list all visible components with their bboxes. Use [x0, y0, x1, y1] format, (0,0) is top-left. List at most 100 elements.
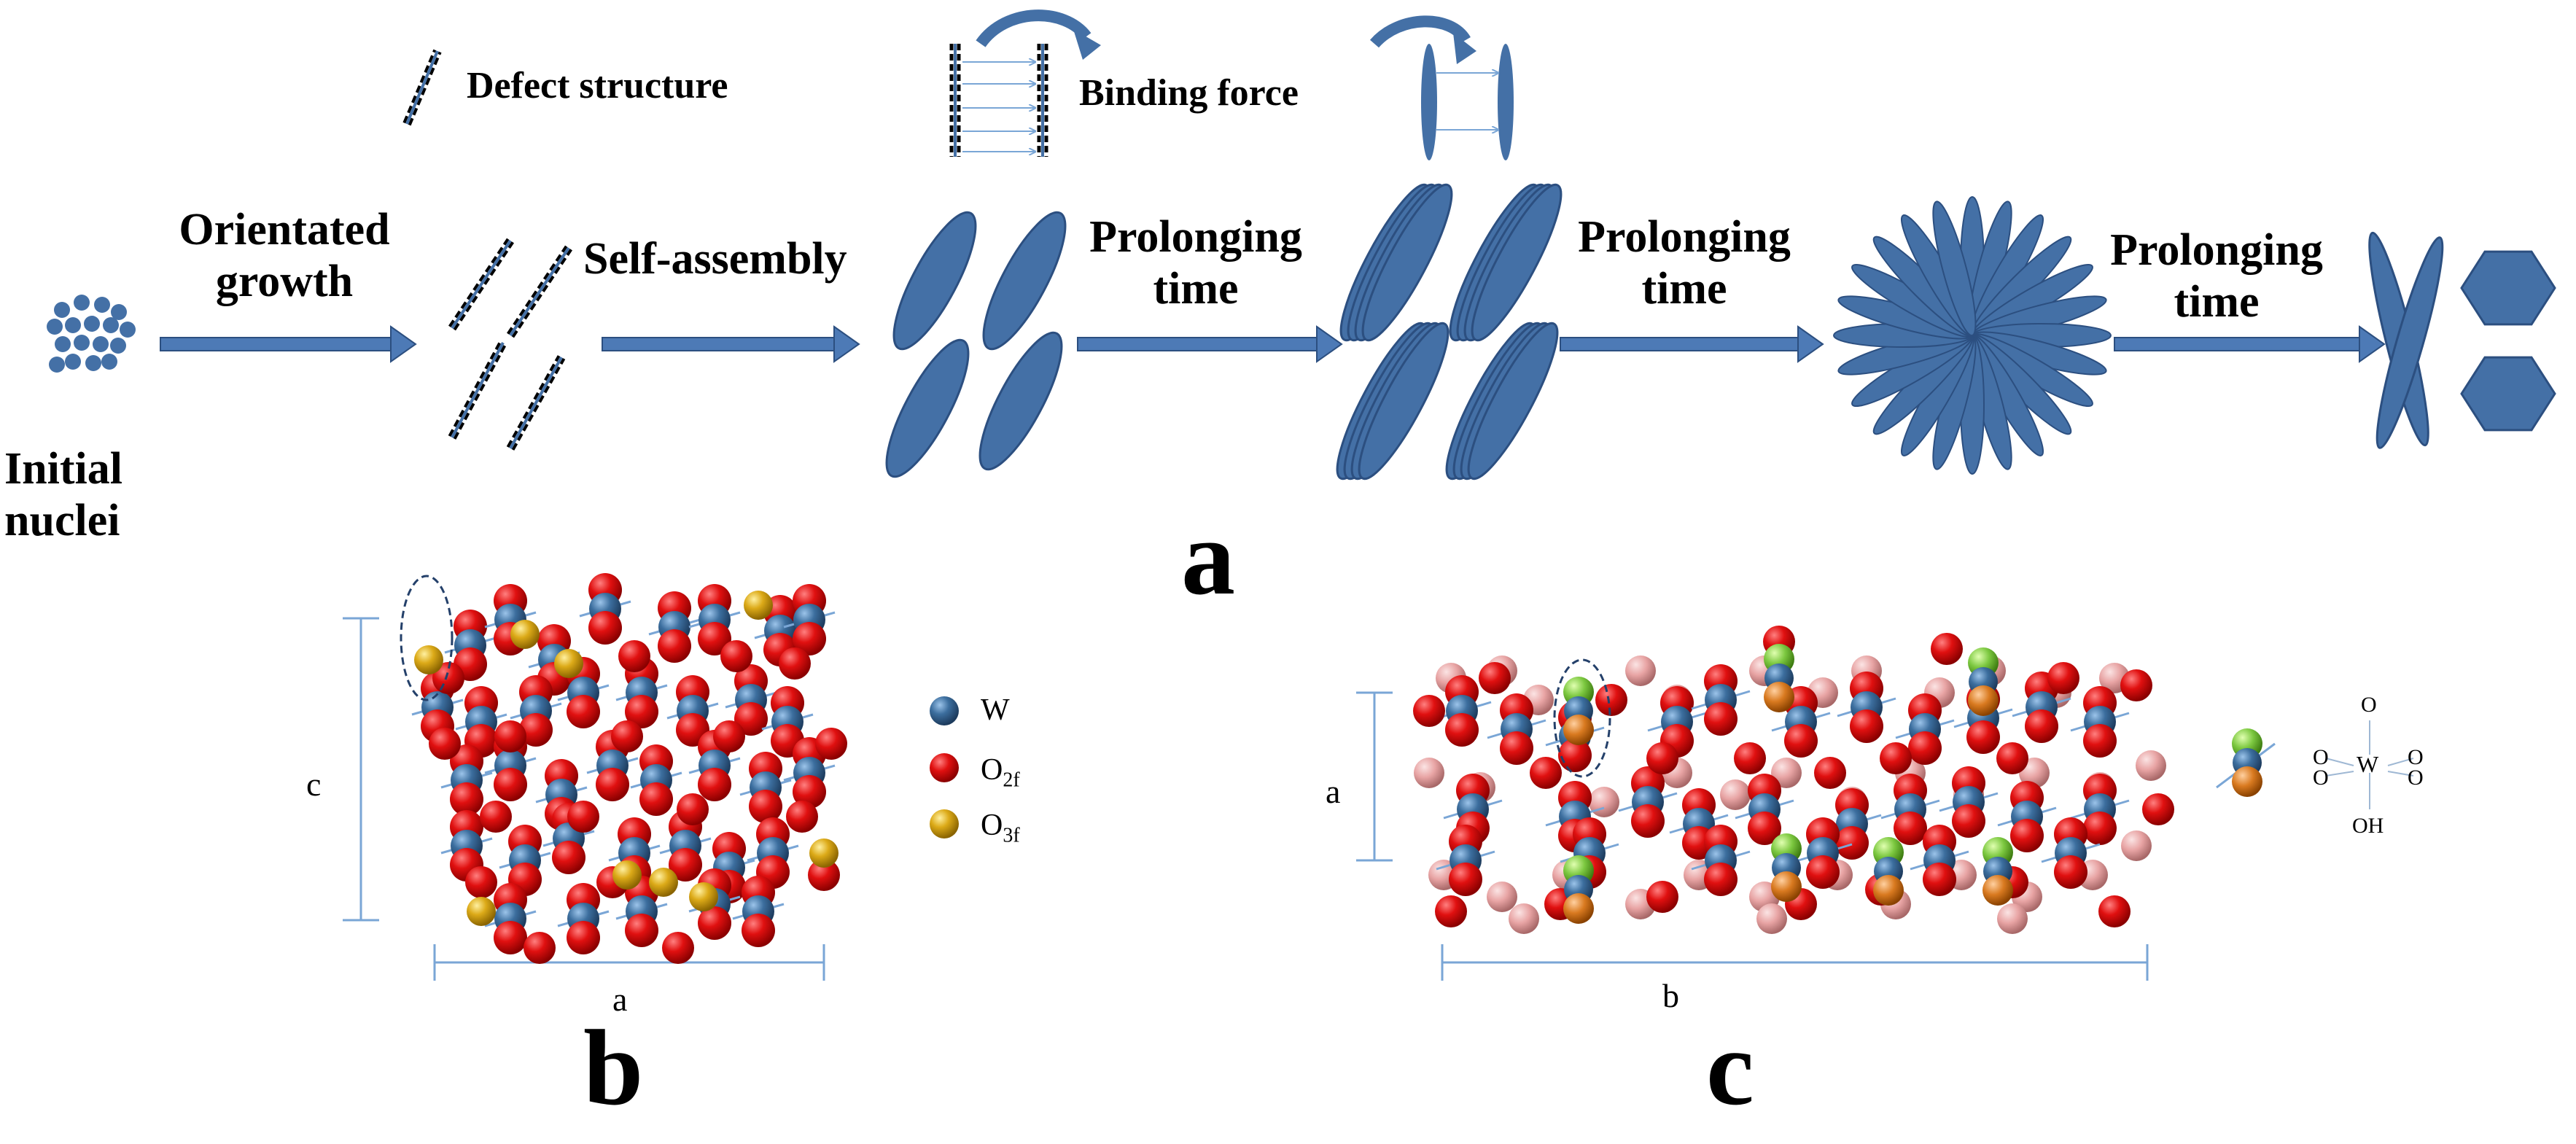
step-prolong-2-line-2: time — [1641, 264, 1727, 314]
oxygen-atom — [662, 932, 694, 964]
panel-b-legend-o2f-label: O2f — [981, 752, 1020, 793]
step-orientated-line-1: Orientated — [179, 205, 390, 254]
oxygen-atom — [639, 782, 673, 816]
oxygen-atom — [1952, 804, 1985, 838]
rod-edge — [453, 343, 507, 440]
rod-edge — [507, 245, 568, 335]
step-prolonging-time-2-label: Prolonging time — [1538, 211, 1830, 316]
oxygen-atom — [567, 801, 599, 833]
arrow-prolonging-2 — [1560, 325, 1824, 363]
nucleus-dot — [47, 319, 63, 335]
oxygen-atom — [1814, 757, 1846, 789]
arrow-head — [390, 325, 417, 363]
oxygen-atom — [480, 801, 512, 833]
oxygen-atom — [1646, 881, 1678, 913]
arrow-head — [833, 325, 860, 363]
step-prolonging-time-1-label: Prolonging time — [1050, 211, 1342, 316]
curved-arrow — [1369, 15, 1471, 48]
o3f-atom — [744, 591, 773, 620]
oxygen-atom — [1931, 633, 1963, 665]
rod-core — [451, 342, 505, 438]
arrow-shaft — [2114, 337, 2365, 351]
o3f-atom — [689, 882, 718, 911]
o2f-symbol: O — [981, 753, 1003, 787]
plate-stack — [1449, 183, 1563, 342]
plate-stack — [1339, 183, 1453, 342]
arrow-head — [2359, 325, 2386, 363]
arrow-shaft — [160, 337, 396, 351]
octahedron-left-o-lower: O — [2313, 766, 2329, 790]
nucleus-dot — [120, 322, 136, 338]
octahedron-bond — [2387, 771, 2414, 777]
oxygen-atom — [1748, 812, 1781, 845]
nucleus-dot — [74, 295, 90, 311]
curved-arrow — [976, 9, 1092, 47]
pink-oxygen-atom — [1756, 903, 1787, 934]
oxygen-atom — [625, 695, 658, 728]
panel-a-growth-scheme — [47, 9, 2556, 480]
o3f-atom — [414, 645, 443, 674]
panel-b-legend-w-label: W — [981, 693, 1010, 727]
rod-edge — [448, 341, 502, 437]
rod-edge — [408, 51, 442, 126]
oxygen-atom — [698, 768, 731, 801]
oxygen-atom — [1734, 742, 1766, 774]
oh-atom — [1563, 893, 1594, 924]
oxygen-atom — [2047, 662, 2079, 694]
defect-rod — [507, 245, 572, 338]
panel-b-letter: b — [583, 1008, 644, 1128]
arrow-shaft — [1560, 337, 1803, 351]
oxygen-atom — [808, 859, 840, 891]
oxygen-atom — [494, 768, 527, 801]
oxygen-atom — [669, 848, 702, 882]
oxygen-atom — [698, 906, 731, 940]
step-orientated-growth-label: Orientated growth — [146, 204, 423, 308]
pink-oxygen-atom — [1771, 758, 1802, 788]
oxygen-atom — [1558, 739, 1592, 772]
arrow-shaft — [602, 337, 839, 351]
octahedron-bottom-oh: OH — [2352, 814, 2384, 838]
pink-oxygen-atom — [1625, 655, 1656, 686]
oxygen-atom — [1435, 895, 1467, 927]
pink-oxygen-atom — [1509, 903, 1539, 934]
oxygen-atom — [658, 629, 691, 663]
curved-arrowhead — [1453, 33, 1476, 64]
octahedron-sketch — [2325, 720, 2414, 809]
pink-oxygen-atom — [1997, 903, 2028, 934]
legend-o3f-atom — [930, 809, 959, 838]
flower-structure — [1833, 196, 2112, 475]
pink-oxygen-atom — [1487, 882, 1517, 912]
nucleus-dot — [101, 354, 117, 370]
plate-ellipse — [982, 211, 1067, 351]
nucleus-dot — [65, 317, 81, 333]
rod-core — [509, 357, 563, 449]
oxygen-atom — [1631, 804, 1665, 838]
rod-edge — [453, 241, 514, 331]
rod-core — [405, 50, 439, 125]
oxygen-atom — [1784, 724, 1818, 758]
panel-b-axis-c-label: c — [306, 766, 322, 803]
nucleus-dot — [103, 317, 119, 333]
octahedron-left-o-upper: O — [2313, 745, 2329, 769]
oxygen-atom — [2083, 724, 2117, 758]
oxygen-atom — [1413, 695, 1445, 727]
nucleus-dot — [110, 338, 126, 354]
oxygen-atom — [793, 775, 826, 809]
oh-atom — [1968, 685, 1999, 716]
oxygen-atom — [552, 841, 585, 874]
pink-oxygen-atom — [2121, 830, 2152, 861]
arrow-prolonging-3 — [2114, 325, 2386, 363]
step-self-assembly-label: Self-assembly — [583, 234, 847, 284]
oh-atom — [1771, 871, 1802, 902]
legend-binding-force-label: Binding force — [1079, 72, 1299, 114]
rod-edge — [511, 249, 572, 338]
step-prolong-3-line-1: Prolonging — [2110, 225, 2323, 275]
oxygen-atom — [611, 720, 643, 752]
panel-b-legend-o3f-label: O3f — [981, 808, 1020, 848]
o3f-atom — [649, 868, 678, 897]
panel-b-crystal-structure — [343, 573, 959, 981]
legend-w-atom — [930, 696, 959, 725]
panel-c-crystal-structure — [1356, 626, 2414, 981]
o3f-atom — [612, 860, 642, 890]
